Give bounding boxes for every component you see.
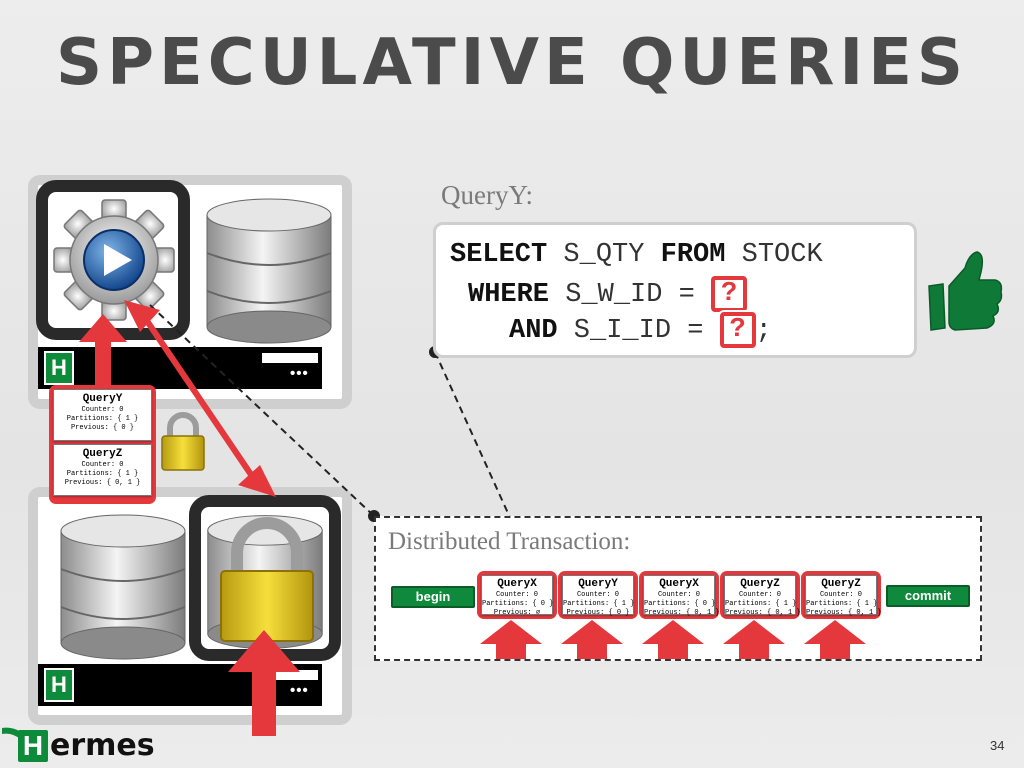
query-card: QueryZ Counter: 0 Partitions: { 1 } Prev… [805, 575, 882, 617]
query-previous: Previous: { 0, 1 } [725, 609, 801, 617]
query-partitions: Partitions: { 0 } [482, 600, 554, 608]
sql-statement-box: SELECT S_QTY FROM STOCK WHERE S_W_ID = ?… [433, 222, 917, 358]
database-icon [58, 513, 188, 668]
transaction-query: QueryX Counter: 0 Partitions: { 0 } Prev… [639, 571, 720, 619]
commit-marker: commit [886, 585, 970, 607]
up-arrow-icon [642, 620, 704, 659]
up-arrow-icon [723, 620, 785, 659]
sql-keyword: WHERE [468, 280, 550, 311]
query-previous: Previous: { 0, 1 } [806, 609, 882, 617]
distributed-transaction-box: Distributed Transaction: begin commit Qu… [374, 516, 982, 661]
queue-card-queryy: QueryY Counter: 0 Partitions: { 1 } Prev… [53, 389, 152, 441]
server-slot [262, 353, 318, 363]
query-counter: Counter: 0 [576, 591, 619, 599]
gear-play-icon [52, 198, 176, 327]
query-previous: Previous: { 0 } [70, 424, 134, 432]
queue-card-queryz: QueryZ Counter: 0 Partitions: { 1 } Prev… [53, 444, 152, 496]
query-partitions: Partitions: { 1 } [563, 600, 635, 608]
query-card: QueryY Counter: 0 Partitions: { 1 } Prev… [562, 575, 635, 617]
query-previous: Previous: { 0, 1 } [644, 609, 720, 617]
double-arrow-icon [124, 300, 276, 497]
sql-text: S_QTY [547, 240, 661, 270]
query-counter: Counter: 0 [495, 591, 538, 599]
query-name: QueryY [578, 578, 618, 590]
up-arrow-icon [480, 620, 542, 659]
sql-text: S_I_ID = [557, 316, 720, 347]
query-counter: Counter: 0 [738, 591, 781, 599]
sql-parameter: ? [719, 312, 756, 348]
query-name: QueryX [659, 578, 699, 590]
sql-parameter: ? [711, 276, 748, 312]
thumbs-up-icon [925, 250, 1003, 339]
sql-line-where: WHERE S_W_ID = ? [468, 276, 748, 312]
begin-marker: begin [391, 586, 475, 608]
query-card: QueryX Counter: 0 Partitions: { 0 } Prev… [481, 575, 554, 617]
sql-text: STOCK [725, 240, 823, 270]
up-arrow-icon [228, 630, 300, 736]
hermes-badge: H [44, 668, 74, 702]
query-name: QueryZ [821, 578, 861, 590]
query-partitions: Partitions: { 0 } [644, 600, 716, 608]
query-previous: Previous: { 0, 1 } [64, 479, 141, 487]
page-number: 34 [990, 738, 1005, 753]
query-counter: Counter: 0 [657, 591, 700, 599]
query-name: QueryY [82, 393, 123, 405]
query-name: QueryZ [82, 448, 123, 460]
sql-text: ; [755, 316, 772, 347]
transaction-query: QueryY Counter: 0 Partitions: { 1 } Prev… [558, 571, 638, 619]
locked-partition-frame [189, 495, 341, 661]
transaction-query: QueryZ Counter: 0 Partitions: { 1 } Prev… [801, 571, 882, 619]
server-lights: ••• [290, 682, 309, 699]
logo-badge: H [18, 730, 48, 762]
query-card: QueryZ Counter: 0 Partitions: { 1 } Prev… [724, 575, 801, 617]
query-counter: Counter: 0 [81, 406, 124, 414]
query-partitions: Partitions: { 1 } [725, 600, 797, 608]
query-partitions: Partitions: { 1 } [66, 415, 139, 423]
up-arrow-icon [804, 620, 866, 659]
query-counter: Counter: 0 [819, 591, 862, 599]
server-lights: ••• [290, 365, 309, 382]
transaction-query: QueryX Counter: 0 Partitions: { 0 } Prev… [477, 571, 557, 619]
query-card: QueryX Counter: 0 Partitions: { 0 } Prev… [643, 575, 720, 617]
query-previous: Previous: ∅ [493, 609, 541, 617]
sql-keyword: AND [509, 316, 558, 347]
query-label: QueryY: [441, 180, 533, 210]
query-partitions: Partitions: { 1 } [66, 470, 139, 478]
sql-text: S_W_ID = [549, 280, 712, 311]
sql-keyword: FROM [660, 240, 726, 270]
sql-line-and: AND S_I_ID = ?; [509, 312, 772, 348]
dashed-connector [149, 304, 375, 517]
padlock-icon [160, 410, 206, 477]
query-counter: Counter: 0 [81, 461, 124, 469]
sql-line-select: SELECT S_QTY FROM STOCK [450, 240, 823, 270]
transaction-arrows [480, 620, 866, 659]
query-queue: QueryY Counter: 0 Partitions: { 1 } Prev… [49, 385, 156, 504]
up-arrow-icon [561, 620, 623, 659]
slide-title: SPECULATIVE QUERIES [56, 26, 968, 100]
query-name: QueryX [497, 578, 537, 590]
padlock-icon [215, 515, 319, 650]
transaction-label: Distributed Transaction: [388, 528, 631, 555]
query-partitions: Partitions: { 1 } [806, 600, 878, 608]
server-slot [262, 670, 318, 680]
query-previous: Previous: { 0 } [566, 609, 630, 617]
transaction-query: QueryZ Counter: 0 Partitions: { 1 } Prev… [720, 571, 801, 619]
query-name: QueryZ [740, 578, 780, 590]
hermes-badge: H [44, 351, 74, 385]
logo-text: ermes [50, 728, 155, 763]
database-icon [204, 197, 334, 352]
sql-keyword: SELECT [450, 240, 548, 270]
up-arrow-icon [79, 314, 127, 388]
